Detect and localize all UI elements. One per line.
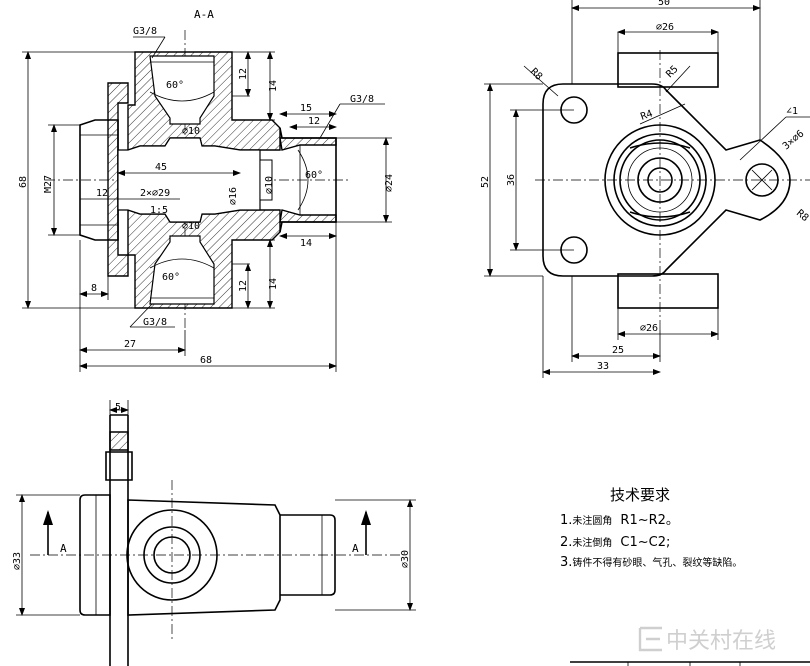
- angle-arc-top: [149, 91, 215, 102]
- leader-line: [739, 116, 787, 161]
- thread-label-right: G3/8: [350, 94, 374, 105]
- dia10-label-bottom: ⌀10: [182, 221, 200, 232]
- section-title: A-A: [194, 8, 214, 21]
- dim-14-right-label: 14: [300, 238, 312, 249]
- flange-section-detail: [109, 431, 129, 451]
- r5-label: R5: [664, 64, 680, 80]
- angle-label-bottom: 60°: [162, 272, 180, 283]
- dim-14-top-label: 14: [268, 80, 279, 92]
- section-label-left: A: [60, 542, 67, 555]
- title-block-fragment: [570, 661, 810, 666]
- dim-33-label: 33: [597, 361, 609, 372]
- right-boss-lower: [279, 209, 337, 223]
- dim-5-label: 5: [115, 402, 121, 413]
- dim-45-label: 45: [155, 162, 167, 173]
- taper-label: 1:5: [150, 205, 168, 216]
- note-3: 3.铸件不得有砂眼、气孔、裂纹等缺陷。: [560, 555, 742, 570]
- flange-plate: [542, 83, 791, 277]
- boss-inner-bore: [647, 167, 673, 193]
- leader-line: [639, 103, 686, 125]
- dia10-label-right: ⌀10: [264, 176, 275, 194]
- port-outer: [126, 509, 218, 601]
- m27-label: M27: [43, 175, 54, 193]
- dia10-label-top: ⌀10: [182, 126, 200, 137]
- boss-ring: [619, 139, 701, 221]
- port-mid: [143, 526, 201, 584]
- right-small-bore: [259, 159, 273, 201]
- r-partial-label: R8: [794, 208, 810, 224]
- right-boss: [279, 127, 337, 233]
- dim-25-label: 25: [612, 345, 624, 356]
- mounting-hole: [745, 163, 779, 197]
- section-arrow-left: [43, 510, 53, 525]
- dim-27-label: 27: [124, 339, 136, 350]
- left-boss: [79, 494, 111, 616]
- top-port-bore: [149, 55, 215, 125]
- boss-ring: [613, 133, 707, 227]
- dim-15-label: 15: [300, 103, 312, 114]
- leader-line: [151, 36, 166, 59]
- boss-outer: [604, 124, 716, 236]
- central-bore: [117, 137, 261, 223]
- boss-bore: [637, 157, 683, 203]
- front-view: A A 5 ⌀33 ⌀30: [12, 400, 416, 666]
- leader-line: [523, 65, 559, 97]
- dim-12-bot-label: 12: [238, 280, 249, 292]
- top-view: 50 ⌀26 R8 R5 R4 52 36 ⌀26 25 33 ∠1 3×⌀6: [480, 0, 810, 378]
- dim-14-bot-label: 14: [268, 278, 279, 290]
- upper-tube: [617, 52, 719, 88]
- right-boss-upper: [279, 137, 337, 151]
- watermark-logo-icon: [638, 626, 662, 652]
- angle-arc-bottom: [149, 258, 215, 269]
- boss-detail: [629, 142, 691, 149]
- dia33-label: ⌀33: [12, 552, 23, 570]
- watermark-text: 中关村在线: [666, 629, 776, 654]
- dim-12-left-label: 12: [96, 188, 108, 199]
- body: [127, 499, 281, 616]
- leader-line: [129, 303, 153, 328]
- angle-partial-label: ∠1: [786, 106, 798, 117]
- dim-68-vertical-label: 68: [18, 176, 29, 188]
- leader-line: [319, 103, 341, 139]
- boss-detail: [629, 211, 691, 218]
- dia26-bottom-label: ⌀26: [640, 323, 658, 334]
- thread-label-top: G3/8: [133, 26, 157, 37]
- flange-hub: [105, 451, 133, 481]
- r8-label: R8: [528, 66, 544, 82]
- hole-partial-label: 3×⌀6: [781, 128, 807, 152]
- watermark: 中关村在线: [638, 626, 776, 654]
- dim-68-horizontal-label: 68: [200, 355, 212, 366]
- port-inner: [153, 536, 191, 574]
- dim-8-label: 8: [91, 283, 97, 294]
- section-view-a-a: A-A G3/8: [18, 8, 395, 372]
- leader-line: [665, 65, 691, 93]
- thread-label-bottom: G3/8: [143, 317, 167, 328]
- dim-36-label: 36: [506, 174, 517, 186]
- section-label-right: A: [352, 542, 359, 555]
- dia26-top-label: ⌀26: [656, 22, 674, 33]
- notes-title: 技术要求: [610, 486, 670, 504]
- angle-arc-right: [297, 149, 309, 211]
- dim-2x29-label: 2×⌀29: [140, 188, 170, 199]
- section-arrow-right: [361, 510, 371, 525]
- dia24-label: ⌀24: [384, 174, 395, 192]
- dia30-label: ⌀30: [400, 550, 411, 568]
- dim-12-right-label: 12: [308, 116, 320, 127]
- dim-50-label: 50: [658, 0, 670, 8]
- boss-thread: [627, 147, 693, 213]
- dim-52-label: 52: [480, 176, 491, 188]
- dia16-label: ⌀16: [228, 187, 239, 205]
- right-boss: [280, 514, 336, 596]
- lower-tube: [617, 273, 719, 309]
- dim-12-top-label: 12: [238, 68, 249, 80]
- angle-label-right: 60°: [305, 170, 323, 181]
- angle-label-top: 60°: [166, 80, 184, 91]
- bottom-port-bore: [149, 235, 215, 305]
- hole-cross: [751, 169, 773, 191]
